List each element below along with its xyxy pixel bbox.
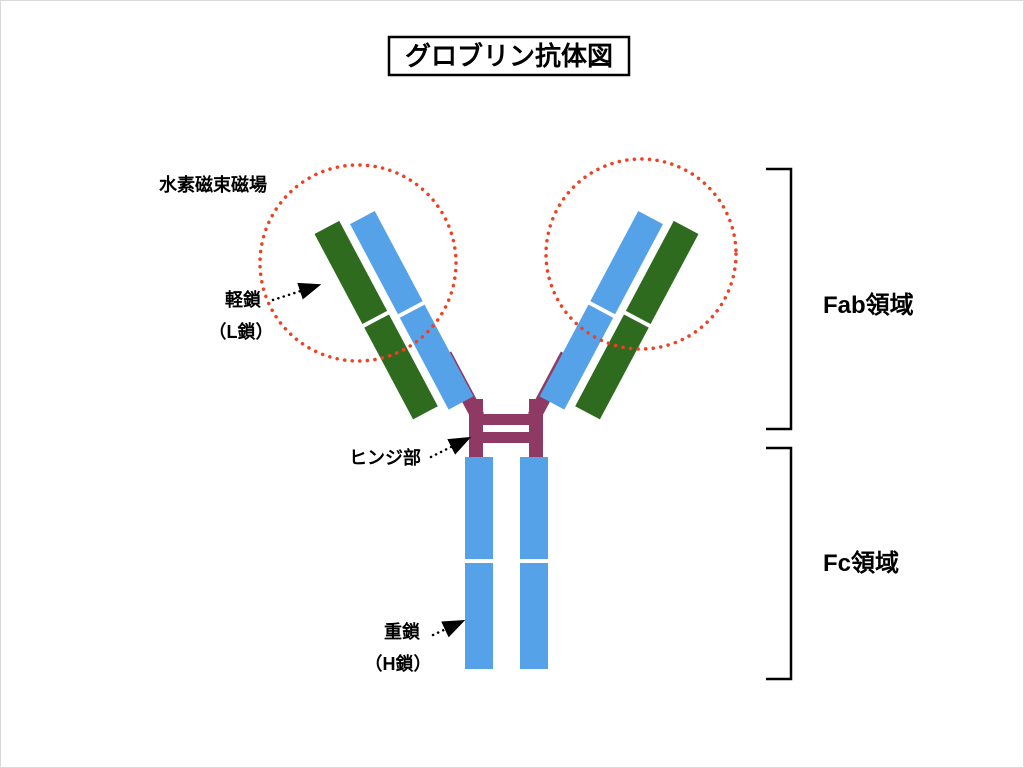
left-arm-light-chain: [314, 220, 438, 420]
stem-right-lower-segment: [520, 563, 548, 669]
heavy-chain-label-line2: （H鎖）: [365, 653, 432, 674]
right-arm-heavy-chain: [539, 211, 663, 410]
left-light-lower-segment: [364, 314, 438, 420]
right-light-lower-segment: [575, 314, 649, 420]
right-arm-light-chain: [575, 220, 699, 420]
stem-left-upper-segment: [465, 457, 493, 559]
fab-highlight-circles: [258, 157, 738, 363]
fc-region-label: Fc領域: [823, 549, 899, 577]
right-fab-circle: [544, 157, 738, 351]
hydrogen-field-label: 水素磁束磁場: [159, 174, 267, 195]
hinge-left-post: [469, 399, 483, 459]
page-title: グロブリン抗体図: [405, 41, 613, 71]
heavy-chain-arrow: [431, 619, 466, 638]
light-chain-label-line2: （L鎖）: [209, 321, 274, 342]
title-border: [387, 35, 631, 77]
hinge-label: ヒンジ部: [349, 447, 421, 468]
stem-right-upper-segment: [520, 457, 548, 559]
left-fab-circle: [258, 163, 458, 363]
right-light-upper-segment: [625, 220, 699, 325]
right-heavy-upper-segment: [590, 211, 663, 315]
left-light-upper-segment: [314, 220, 388, 325]
heavy-chain-group: [350, 211, 663, 669]
fc-bracket: [766, 446, 793, 681]
title-box: グロブリン抗体図: [387, 35, 631, 77]
light-chain-label-line1: 軽鎖: [225, 289, 262, 310]
region-brackets: [766, 167, 793, 681]
right-heavy-lower-segment: [539, 304, 614, 410]
hinge-group: [438, 351, 574, 459]
light-chain-arrow: [271, 282, 322, 302]
hinge-arrow: [429, 436, 472, 459]
stem-left-lower-segment: [465, 563, 493, 669]
fab-bracket: [766, 167, 793, 431]
left-arm-heavy-chain: [350, 211, 474, 410]
left-heavy-upper-segment: [350, 211, 423, 315]
diagram-labels: 水素磁束磁場 軽鎖 （L鎖） ヒンジ部 重鎖 （H鎖） Fab領域 Fc領域: [159, 174, 914, 674]
fab-region-label: Fab領域: [823, 291, 914, 319]
hinge-right-post: [529, 399, 543, 459]
annotation-arrows: [271, 282, 472, 638]
hinge-upper-crossbar: [469, 414, 543, 425]
light-chain-group: [314, 220, 699, 420]
hinge-lower-crossbar: [469, 432, 543, 443]
left-heavy-lower-segment: [399, 304, 474, 410]
heavy-chain-label-line1: 重鎖: [384, 621, 421, 642]
